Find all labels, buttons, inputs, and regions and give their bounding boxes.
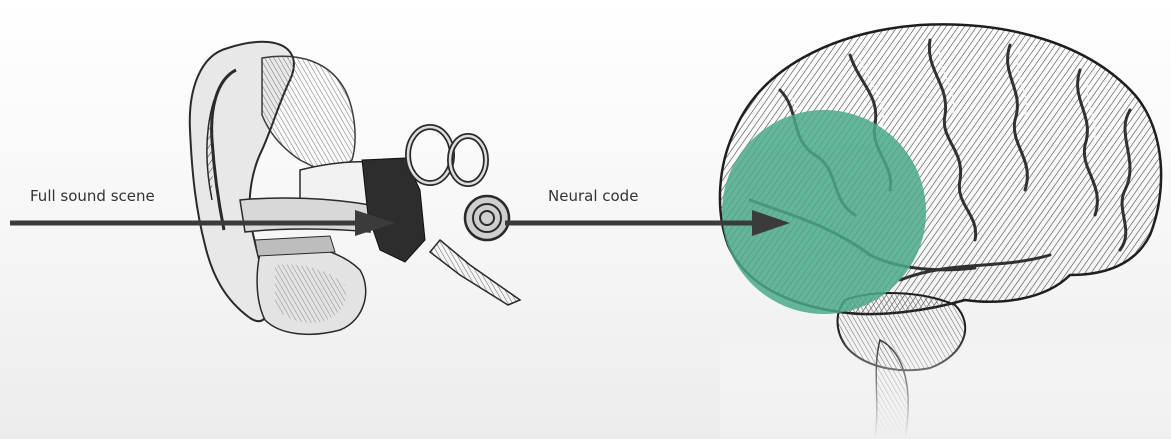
ear-illustration	[190, 42, 520, 335]
input-label: Full sound scene	[30, 187, 155, 205]
output-label: Neural code	[548, 187, 638, 205]
